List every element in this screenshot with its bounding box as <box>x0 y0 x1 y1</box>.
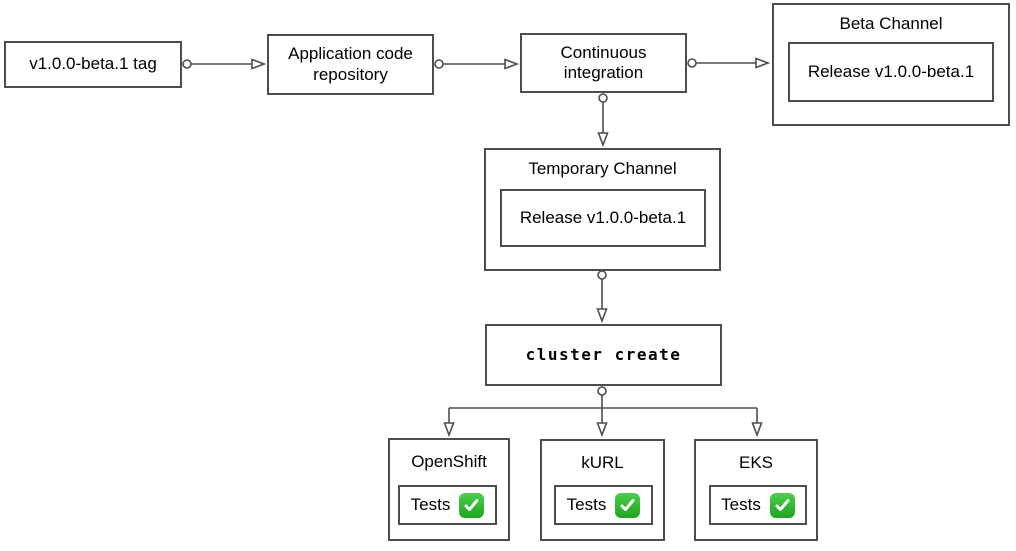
edge-repo-to-ci <box>434 58 520 70</box>
node-version-tag: v1.0.0-beta.1 tag <box>4 41 182 88</box>
cluster-create-label: cluster create <box>525 345 682 365</box>
beta-channel-title: Beta Channel <box>839 14 943 33</box>
check-mark-button-icon <box>769 492 795 518</box>
edge-cluster-create-to-clusters <box>443 386 763 438</box>
edge-ci-to-temporary-channel <box>597 93 609 148</box>
edge-tag-to-repo <box>182 58 267 70</box>
application-code-repository-label: Application code repository <box>288 44 413 84</box>
node-continuous-integration: Continuous integration <box>520 33 687 93</box>
node-cluster-create: cluster create <box>485 324 722 386</box>
group-temporary-channel: Temporary Channel Release v1.0.0-beta.1 <box>484 148 721 271</box>
temporary-release-label: Release v1.0.0-beta.1 <box>519 207 687 227</box>
check-mark-button-icon <box>615 492 641 518</box>
node-beta-release: Release v1.0.0-beta.1 <box>788 42 994 102</box>
node-application-code-repository: Application code repository <box>267 34 434 95</box>
eks-title: EKS <box>738 453 774 472</box>
node-temporary-release: Release v1.0.0-beta.1 <box>500 189 706 247</box>
edge-temporary-channel-to-cluster-create <box>596 270 608 324</box>
continuous-integration-label: Continuous integration <box>560 42 647 82</box>
eks-tests-badge: Tests <box>709 485 807 525</box>
kurl-title: kURL <box>581 453 624 472</box>
kurl-tests-badge: Tests <box>554 485 653 525</box>
openshift-title: OpenShift <box>411 452 487 471</box>
eks-tests-label: Tests <box>721 495 761 514</box>
group-beta-channel: Beta Channel Release v1.0.0-beta.1 <box>772 3 1010 126</box>
openshift-tests-label: Tests <box>410 495 451 514</box>
temporary-channel-title: Temporary Channel <box>528 159 677 178</box>
node-kurl: kURL Tests <box>540 439 665 541</box>
node-eks: EKS Tests <box>694 439 818 541</box>
version-tag-label: v1.0.0-beta.1 tag <box>29 54 157 74</box>
beta-release-label: Release v1.0.0-beta.1 <box>807 61 975 81</box>
edge-ci-to-beta-channel <box>687 57 771 69</box>
check-mark-button-icon <box>459 492 485 518</box>
node-openshift: OpenShift Tests <box>388 438 510 541</box>
kurl-tests-label: Tests <box>566 495 607 514</box>
openshift-tests-badge: Tests <box>398 485 497 525</box>
